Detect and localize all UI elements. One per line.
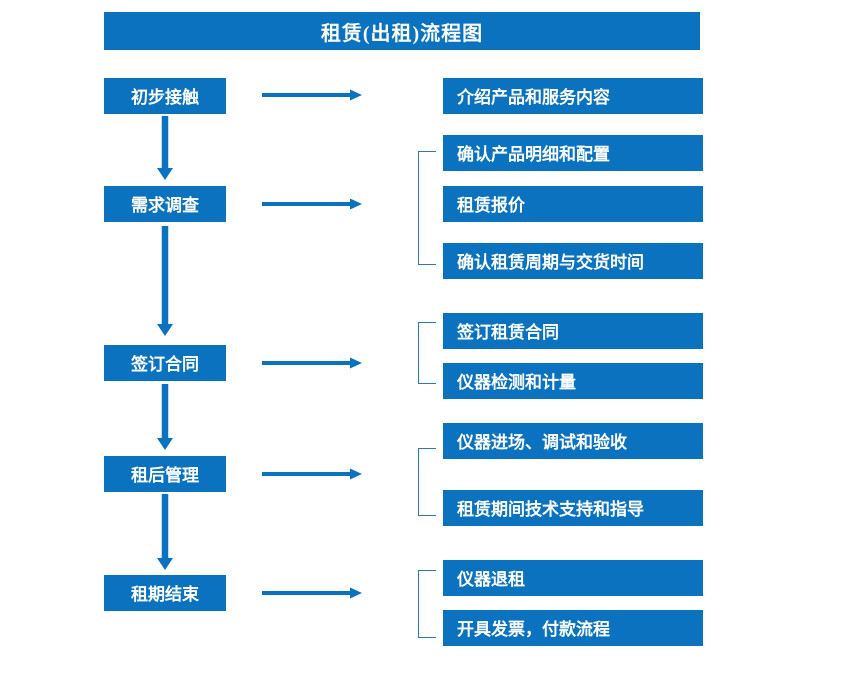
- down-arrow-icon: [157, 226, 173, 336]
- detail-node-5-2[interactable]: 开具发票，付款流程: [443, 610, 703, 646]
- detail-node-1-1[interactable]: 介绍产品和服务内容: [443, 78, 703, 114]
- stage-node-5[interactable]: 租期结束: [104, 575, 226, 611]
- detail-node-2-3[interactable]: 确认租赁周期与交货时间: [443, 243, 703, 279]
- stage-node-1[interactable]: 初步接触: [104, 78, 226, 114]
- detail-node-3-1[interactable]: 签订租赁合同: [443, 313, 703, 349]
- right-arrow-icon: [262, 357, 362, 369]
- detail-node-3-2[interactable]: 仪器检测和计量: [443, 363, 703, 399]
- detail-node-2-1[interactable]: 确认产品明细和配置: [443, 135, 703, 171]
- right-arrow-icon: [262, 89, 362, 101]
- diagram-title: 租赁(出租)流程图: [104, 12, 700, 50]
- right-arrow-icon: [262, 198, 362, 210]
- down-arrow-icon: [157, 494, 173, 570]
- right-arrow-icon: [262, 587, 362, 599]
- right-arrow-icon: [262, 468, 362, 480]
- detail-node-5-1[interactable]: 仪器退租: [443, 560, 703, 596]
- stage-node-4[interactable]: 租后管理: [104, 456, 226, 492]
- detail-node-4-2[interactable]: 租赁期间技术支持和指导: [443, 490, 703, 526]
- down-arrow-icon: [157, 384, 173, 450]
- stage-node-3[interactable]: 签订合同: [104, 345, 226, 381]
- detail-node-2-2[interactable]: 租赁报价: [443, 186, 703, 222]
- down-arrow-icon: [157, 116, 173, 180]
- group-bracket-icon-2: [418, 151, 436, 265]
- group-bracket-icon-3: [418, 322, 436, 384]
- stage-node-2[interactable]: 需求调查: [104, 186, 226, 222]
- group-bracket-icon-5: [418, 570, 436, 638]
- detail-node-4-1[interactable]: 仪器进场、调试和验收: [443, 423, 703, 459]
- group-bracket-icon-4: [418, 448, 436, 516]
